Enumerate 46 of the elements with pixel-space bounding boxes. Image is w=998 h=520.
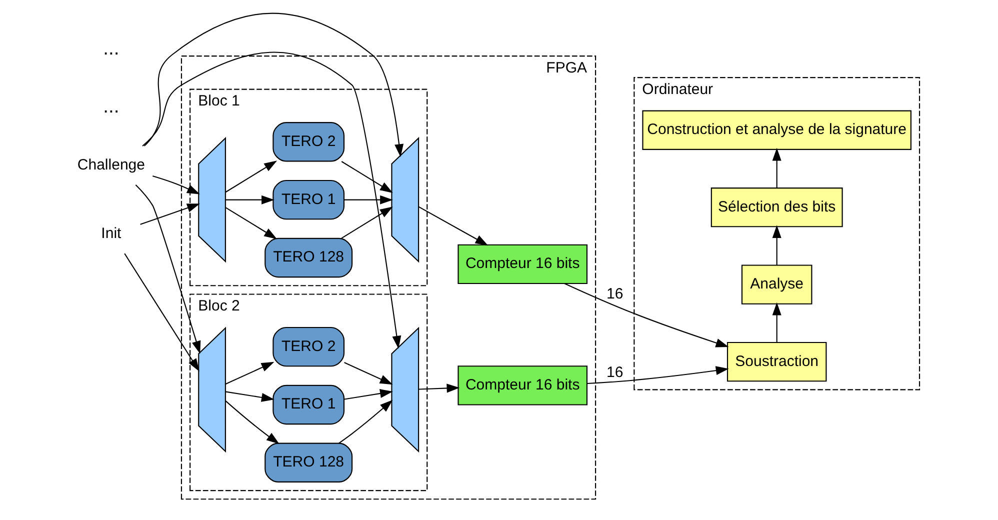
node-trapezoid	[391, 136, 420, 262]
arrow	[225, 390, 274, 402]
node-box: Sélection des bits	[710, 187, 843, 227]
node-box: TERO 128	[264, 442, 353, 482]
arrow	[338, 399, 393, 444]
arrow	[344, 194, 393, 204]
node-trapezoid	[198, 136, 226, 262]
arrow	[418, 383, 460, 392]
arrow	[772, 147, 782, 188]
arrow	[124, 252, 200, 371]
arrow	[564, 282, 729, 347]
arrow	[140, 203, 200, 224]
arrow	[587, 366, 729, 384]
node-text: Challenge	[77, 156, 145, 173]
arrow	[152, 175, 200, 194]
label: ...	[103, 96, 120, 117]
edge-label: 16	[606, 364, 624, 381]
edge-label: 16	[606, 285, 624, 302]
node-box: TERO 1	[272, 179, 345, 220]
node-box: Compteur 16 bits	[458, 365, 588, 405]
arrow	[135, 184, 201, 354]
node-box: Compteur 16 bits	[458, 244, 588, 284]
arrow	[341, 160, 393, 192]
arrow	[225, 194, 274, 204]
node-text: Init	[101, 224, 122, 242]
arrow	[772, 224, 782, 264]
node-box: TERO 2	[272, 122, 345, 162]
node-box: TERO 128	[264, 237, 353, 278]
arrow	[344, 388, 393, 400]
arrow	[344, 362, 393, 384]
label: ...	[103, 38, 120, 59]
arrow	[341, 206, 393, 238]
arrow	[225, 361, 274, 384]
arrow	[418, 206, 488, 246]
arrow	[142, 51, 402, 348]
arrow	[772, 302, 782, 342]
node-box: Analyse	[741, 264, 812, 304]
node-box: TERO 2	[272, 326, 345, 366]
arrow	[225, 160, 278, 192]
node-box: TERO 1	[272, 384, 345, 424]
node-box: Soustraction	[726, 341, 827, 382]
arrow	[144, 12, 404, 157]
arrow	[225, 400, 280, 444]
node-box: Construction et analyse de la signature	[642, 110, 912, 150]
node-trapezoid	[198, 326, 226, 452]
arrow	[225, 206, 278, 239]
